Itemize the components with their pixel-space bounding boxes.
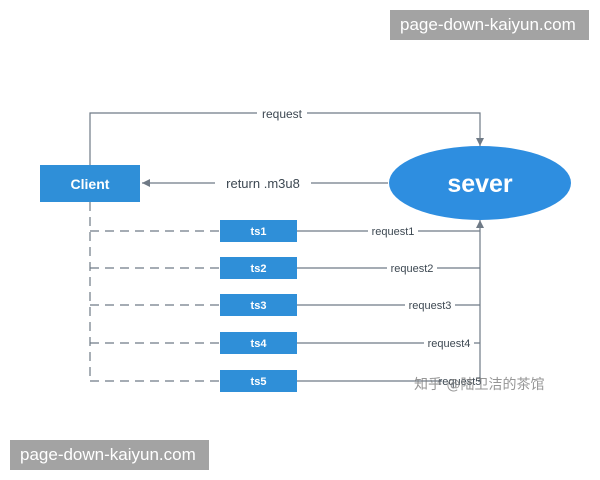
segment-box-ts1	[220, 220, 297, 242]
segment-request-label: request5	[439, 376, 482, 388]
segment-box-ts2	[220, 257, 297, 279]
return-label-bg	[215, 175, 311, 191]
segment-request-label-bg	[387, 262, 437, 274]
top-request-label-bg	[257, 105, 307, 121]
segment-box-ts3	[220, 294, 297, 316]
segment-request-label-bg	[424, 337, 474, 349]
server-ellipse	[389, 146, 571, 220]
segment-box-ts5	[220, 370, 297, 392]
zhihu-watermark: 知乎 @陆卫洁的茶馆	[414, 377, 545, 393]
client-label: Client	[71, 176, 110, 192]
segment-label: ts2	[251, 263, 267, 275]
watermark-bottom: page-down-kaiyun.com	[10, 440, 209, 470]
segment-request-label: request3	[409, 300, 452, 312]
segment-request-label-bg	[368, 225, 418, 237]
segment-request-label: request4	[428, 338, 471, 350]
segment-request-label: request1	[372, 226, 415, 238]
segment-label: ts4	[251, 338, 268, 350]
segment-request-label-bg	[442, 375, 478, 387]
segment-request-label-bg	[405, 299, 455, 311]
segment-label: ts5	[251, 376, 267, 388]
top-request-label: request	[262, 107, 303, 121]
client-box	[40, 165, 140, 202]
segment-label: ts1	[251, 226, 267, 238]
segment-label: ts3	[251, 300, 267, 312]
segment-box-ts4	[220, 332, 297, 354]
watermark-top: page-down-kaiyun.com	[390, 10, 589, 40]
segment-request-label: request2	[391, 263, 434, 275]
server-label: sever	[447, 170, 513, 198]
return-m3u8-label: return .m3u8	[226, 176, 300, 191]
